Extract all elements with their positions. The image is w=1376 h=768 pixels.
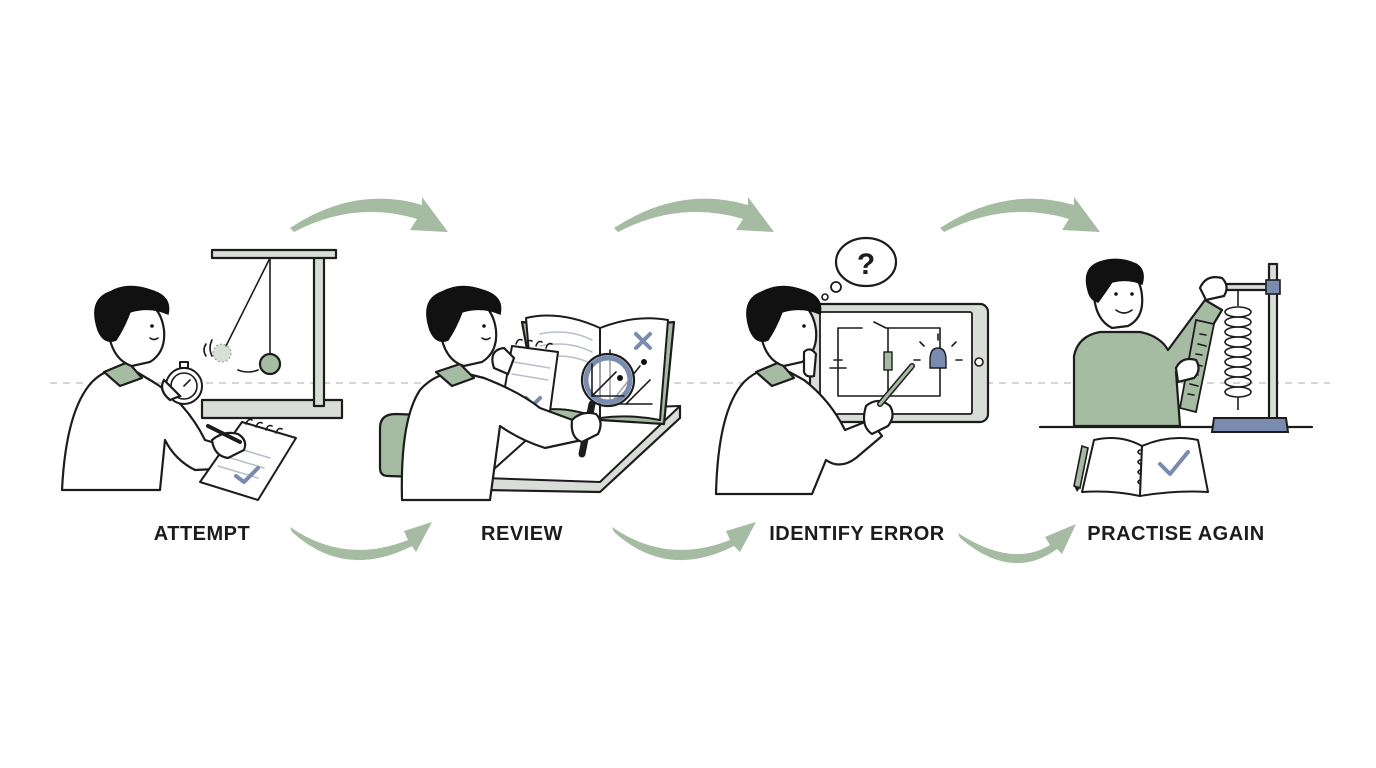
person-head: [94, 285, 170, 368]
notebook-icon: [1081, 437, 1209, 497]
stage-attempt-illustration: [60, 248, 344, 501]
tablet-circuit-icon: [808, 302, 990, 424]
question-mark: ?: [857, 248, 875, 281]
stopwatch-icon: [160, 361, 203, 405]
stage-review-illustration: [378, 285, 682, 502]
arrow-bottom-3: [958, 524, 1076, 564]
arrow-top-2: [614, 197, 774, 232]
arrow-top-3: [940, 197, 1100, 232]
spring-coils: [1224, 290, 1252, 410]
checkmark-icon: [1158, 450, 1190, 476]
stage-label-practise-again: PRACTISE AGAIN: [1087, 523, 1264, 545]
spring-stand-icon: [1210, 262, 1290, 433]
cross-icon: [634, 332, 652, 350]
arrow-bottom-2: [612, 522, 756, 561]
notepad-icon: [199, 418, 297, 501]
checkmark-icon: [234, 466, 260, 484]
stage-label-identify-error: IDENTIFY ERROR: [769, 523, 945, 545]
stage-identify-error-illustration: ?: [714, 236, 990, 496]
person-head: [746, 285, 822, 378]
person-head: [1085, 258, 1144, 330]
stage-practise-again-illustration: [1038, 258, 1314, 497]
stage-label-review: REVIEW: [481, 523, 563, 545]
arrow-top-1: [290, 197, 448, 232]
pendulum-icon: [200, 248, 344, 420]
person-head: [426, 285, 502, 368]
pencil-icon: [1073, 444, 1089, 492]
stage-label-attempt: ATTEMPT: [154, 523, 250, 545]
arrow-bottom-1: [290, 522, 432, 561]
thought-bubble-icon: ?: [821, 236, 898, 301]
